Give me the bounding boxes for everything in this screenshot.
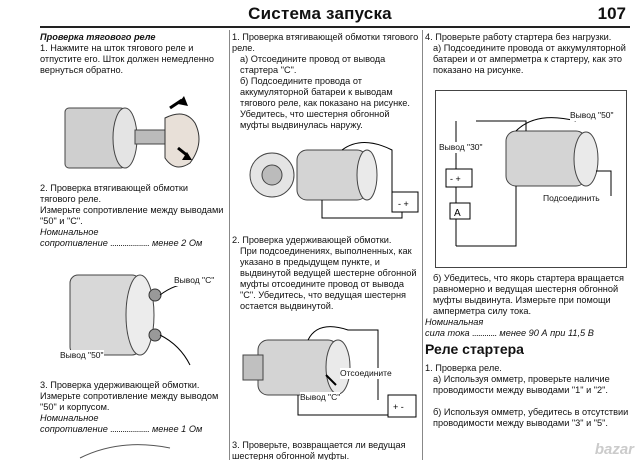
paragraph: 2. Проверка удерживающей обмотки. — [232, 235, 392, 245]
paragraph: Измерьте сопротивление между выводами "5… — [40, 205, 224, 226]
spec-value: менее 90 А при 11,5 В — [499, 328, 594, 338]
pull-in-test-illustration: - + — [242, 130, 420, 230]
watermark-logo: bazar — [594, 441, 634, 458]
spec-line: сопротивление ................... менее … — [40, 424, 226, 435]
plunger-press-illustration — [60, 78, 210, 178]
spec-label: Номинальное — [40, 227, 99, 237]
page-number: 107 — [597, 4, 626, 23]
paragraph: 4. Проверьте работу стартера без нагрузк… — [425, 32, 612, 42]
section-heading: Реле стартера — [425, 341, 524, 357]
svg-text:A: A — [454, 208, 461, 219]
spec-line: сопротивление ................... менее … — [40, 238, 226, 249]
paragraph: б) Подсоедините провода от аккумуляторно… — [240, 76, 410, 130]
terminal-50-label: Вывод "50" — [570, 110, 614, 121]
disconnect-label: Отсоедините — [340, 368, 392, 379]
partial-illustration — [60, 440, 220, 460]
paragraph: При подсоединениях, выполненных, как ука… — [240, 246, 417, 311]
paragraph: а) Отсоедините провод от вывода стартера… — [240, 54, 386, 75]
spec-value: менее 1 Ом — [151, 424, 203, 434]
svg-text:- +: - + — [398, 199, 409, 209]
column-divider — [229, 30, 230, 460]
svg-text:+ -: + - — [393, 402, 404, 412]
spec-value: менее 2 Ом — [151, 238, 203, 248]
spec-dots: ................... — [110, 238, 150, 248]
paragraph: б) Используя омметр, убедитесь в отсутст… — [433, 407, 629, 428]
paragraph: а) Используя омметр, проверьте наличие п… — [433, 374, 610, 395]
paragraph: 1. Проверка реле. — [425, 363, 502, 373]
spec-dots: ................... — [110, 424, 150, 434]
spec-label: Номинальное — [40, 413, 99, 423]
paragraph: 2. Проверка втягивающей обмотки тягового… — [40, 183, 189, 204]
hold-in-test-illustration: + - — [238, 315, 420, 425]
section-heading: Проверка тягового реле — [40, 32, 156, 42]
page-header: Система запуска 107 — [0, 0, 640, 30]
column-divider — [422, 30, 423, 460]
svg-text:- +: - + — [450, 174, 461, 184]
spec-name: сила тока — [425, 328, 470, 338]
paragraph: 1. Нажмите на шток тягового реле и отпус… — [40, 43, 214, 75]
page-title: Система запуска — [248, 4, 392, 23]
paragraph: 3. Проверьте, возвращается ли ведущая ше… — [232, 440, 406, 460]
spec-name: сопротивление — [40, 424, 108, 434]
terminal-c-label: Вывод "С" — [300, 392, 341, 403]
terminal-c-label: Вывод "С" — [174, 275, 215, 286]
paragraph: 3. Проверка удерживающей обмотки. Измерь… — [40, 380, 219, 412]
spec-label: Номинальная — [425, 317, 484, 327]
terminal-30-label: Вывод "30" — [439, 142, 483, 153]
spec-dots: ............ — [472, 328, 497, 338]
header-rule — [40, 26, 630, 28]
spec-name: сопротивление — [40, 238, 108, 248]
spec-line: сила тока ............ менее 90 А при 11… — [425, 328, 630, 339]
paragraph: а) Подсоедините провода от аккумуляторно… — [433, 43, 626, 75]
paragraph: б) Убедитесь, что якорь стартера вращает… — [433, 273, 624, 316]
terminal-50-label: Вывод "50" — [60, 350, 104, 361]
paragraph: 1. Проверка втягивающей обмотки тягового… — [232, 32, 419, 53]
connect-label: Подсоединить — [543, 193, 600, 204]
